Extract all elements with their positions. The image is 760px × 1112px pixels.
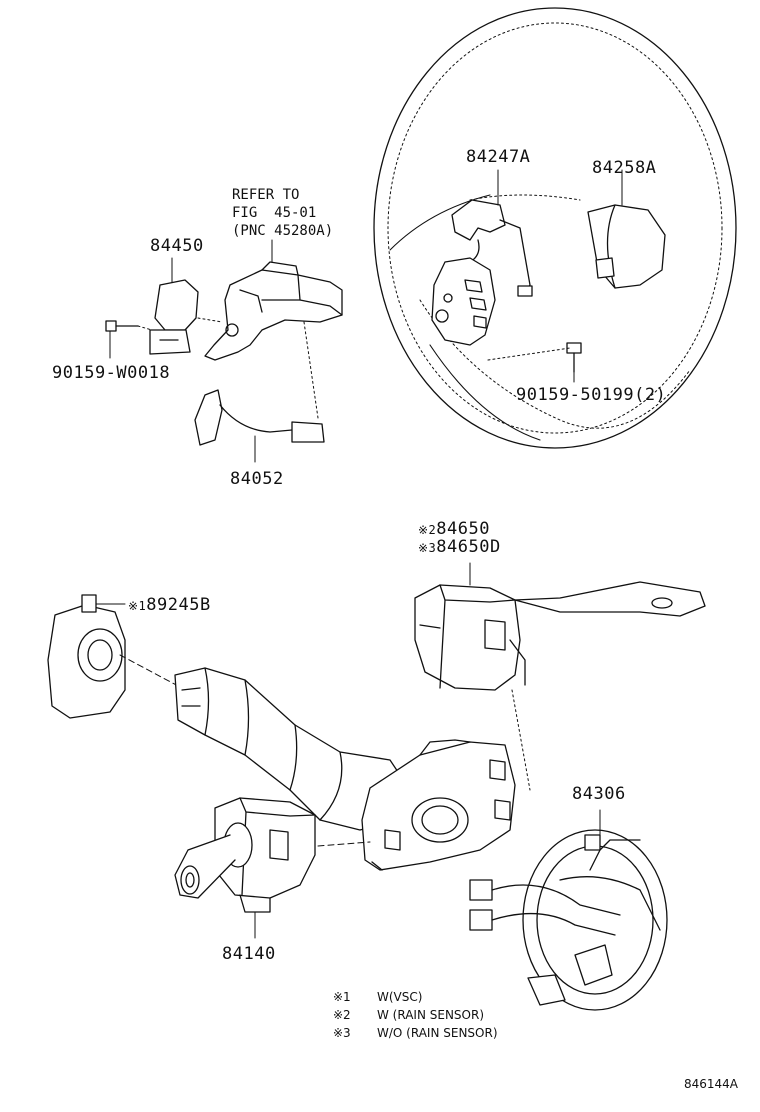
spiral-cable-84306-drawing bbox=[469, 809, 668, 1011]
legend-row: ※3 W/O (RAIN SENSOR) bbox=[333, 1024, 498, 1042]
part-label-84258A: 84258A bbox=[592, 158, 657, 178]
part-label-84650D: ※384650D bbox=[418, 537, 501, 557]
part-label-84052: 84052 bbox=[230, 469, 284, 489]
legend-row: ※1 W(VSC) bbox=[333, 988, 498, 1006]
marker-1: ※1 bbox=[128, 599, 147, 613]
refer-line-1: REFER TO bbox=[232, 187, 300, 203]
legend-mark: ※2 bbox=[333, 1008, 351, 1022]
legend-row: ※2 W (RAIN SENSOR) bbox=[333, 1006, 498, 1024]
legend: ※1 W(VSC) ※2 W (RAIN SENSOR) ※3 W/O (RAI… bbox=[333, 988, 498, 1042]
combination-switch-body-drawing bbox=[361, 739, 516, 871]
switch-84450-drawing bbox=[149, 257, 223, 355]
harness-84052-drawing bbox=[194, 321, 325, 463]
marker-2: ※2 bbox=[418, 523, 437, 537]
steering-wheel-drawing bbox=[373, 7, 737, 449]
figure-code: 846144A bbox=[684, 1077, 739, 1091]
legend-text: W/O (RAIN SENSOR) bbox=[377, 1026, 498, 1040]
refer-line-3: (PNC 45280A) bbox=[232, 223, 334, 239]
switch-84247A-drawing bbox=[431, 199, 533, 346]
part-label-90159-50199: 90159-50199(2) bbox=[516, 385, 667, 405]
legend-text: W (RAIN SENSOR) bbox=[377, 1008, 485, 1022]
switch-84650-drawing bbox=[414, 562, 706, 791]
pad-84258A-drawing bbox=[587, 204, 666, 289]
sensor-89245B-drawing bbox=[47, 594, 196, 719]
marker-3: ※3 bbox=[418, 541, 437, 555]
part-label-84247A: 84247A bbox=[466, 147, 531, 167]
part-label-84650: ※284650 bbox=[418, 519, 490, 539]
legend-mark: ※1 bbox=[333, 990, 351, 1004]
screw-90159-W0018-drawing bbox=[105, 320, 153, 359]
cylinder-lock-drawing bbox=[204, 261, 343, 361]
refer-line-2: FIG 45-01 bbox=[232, 205, 317, 221]
switch-84140-drawing bbox=[174, 797, 371, 939]
legend-mark: ※3 bbox=[333, 1026, 351, 1040]
part-label-84306: 84306 bbox=[572, 784, 626, 804]
part-label-89245B: ※189245B bbox=[128, 595, 211, 615]
part-label-84140: 84140 bbox=[222, 944, 276, 964]
screw-90159-50199-drawing bbox=[487, 342, 582, 383]
part-label-84450: 84450 bbox=[150, 236, 204, 256]
part-label-90159-W0018: 90159-W0018 bbox=[52, 363, 171, 383]
legend-text: W(VSC) bbox=[377, 990, 423, 1004]
